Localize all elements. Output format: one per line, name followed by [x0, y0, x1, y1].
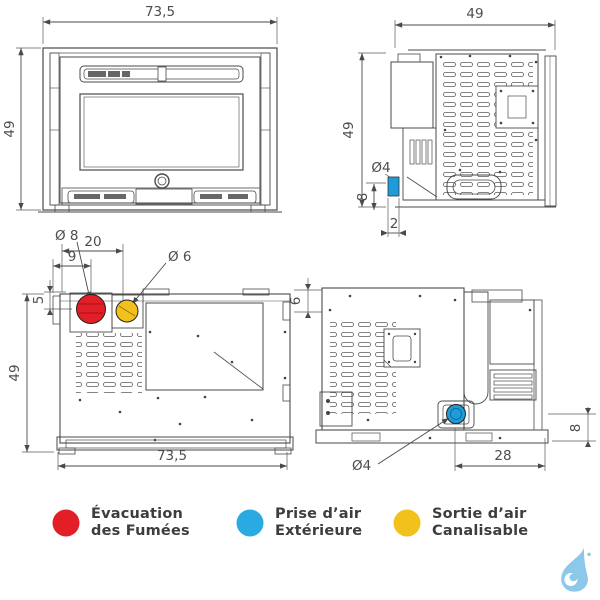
legend-label-sortie-air: Sortie d’air Canalisable — [432, 506, 529, 539]
side-top-plate — [495, 85, 539, 129]
side-top-inlet-offset-label: 2 — [390, 216, 399, 232]
dim-20-label: 20 — [84, 234, 101, 250]
legend-item-sortie-air: Sortie d’air Canalisable — [393, 506, 528, 540]
side-top-screws — [439, 54, 538, 174]
rear-height-label: 49 — [7, 364, 23, 381]
side-view-top: 49 49 — [341, 6, 557, 237]
side-view-bottom: Ø4 28 8 — [315, 287, 596, 474]
side-top-width-label: 49 — [466, 6, 483, 22]
side-top-height-label: 49 — [341, 121, 357, 138]
dim-9-label: 9 — [68, 249, 77, 265]
side-bottom-screws — [328, 294, 532, 440]
side-bottom-louvers — [489, 369, 537, 401]
side-top-inlet-height-label: 8 — [355, 193, 371, 202]
legend-item-evacuation-fumees: Évacuation des Fumées — [52, 506, 190, 540]
dim-5-label: 5 — [31, 296, 47, 305]
front-bottom-vent — [61, 187, 261, 206]
dim-8-label: 8 — [568, 424, 584, 433]
side-top-louvers — [409, 139, 433, 165]
front-width-label: 73,5 — [145, 4, 175, 20]
legend-dot-yellow — [393, 509, 421, 537]
front-glass — [79, 93, 244, 171]
dim-28-label: 28 — [494, 448, 511, 464]
front-dim-width: 73,5 — [42, 4, 278, 44]
rear-width-label: 73,5 — [157, 448, 187, 464]
side-top-handle — [446, 174, 502, 200]
dim-6-label: 6 — [288, 297, 304, 306]
legend-dot-blue — [236, 509, 264, 537]
front-knob — [154, 173, 170, 189]
air-inlet-side-marker — [387, 176, 400, 197]
side-top-dim-width: 49 — [394, 6, 556, 50]
side-top-inlet-diameter-label: Ø4 — [371, 160, 390, 176]
side-top-dim-height: 49 — [341, 52, 386, 208]
front-view: 73,5 49 — [2, 4, 282, 213]
legend-item-prise-air: Prise d’air Extérieure — [236, 506, 362, 540]
front-dim-height: 49 — [2, 47, 41, 211]
rear-perforations — [76, 333, 142, 393]
rear-dims: Ø 8 20 9 Ø 6 5 6 — [7, 228, 322, 470]
air-inlet-rear-marker — [446, 404, 466, 424]
water-drop-logo — [561, 547, 591, 592]
rear-screws — [78, 330, 287, 442]
flue-outlet-marker — [76, 294, 106, 324]
front-top-vent — [79, 65, 244, 83]
legend-dot-red — [52, 509, 80, 537]
side-top-inlet-dims: Ø4 8 2 — [355, 160, 406, 237]
front-height-label: 49 — [2, 120, 18, 137]
duct-diameter-label: Ø 6 — [168, 249, 192, 265]
rear-view: Ø 8 20 9 Ø 6 5 6 — [7, 228, 322, 470]
side-bottom-plate — [383, 328, 421, 368]
legend-label-evacuation-fumees: Évacuation des Fumées — [91, 506, 190, 539]
flue-diameter-label: Ø 8 — [55, 228, 79, 244]
air-diameter-label: Ø4 — [352, 458, 371, 474]
side-bottom-dims: Ø4 28 8 — [352, 407, 596, 474]
legend-label-prise-air: Prise d’air Extérieure — [275, 506, 363, 539]
